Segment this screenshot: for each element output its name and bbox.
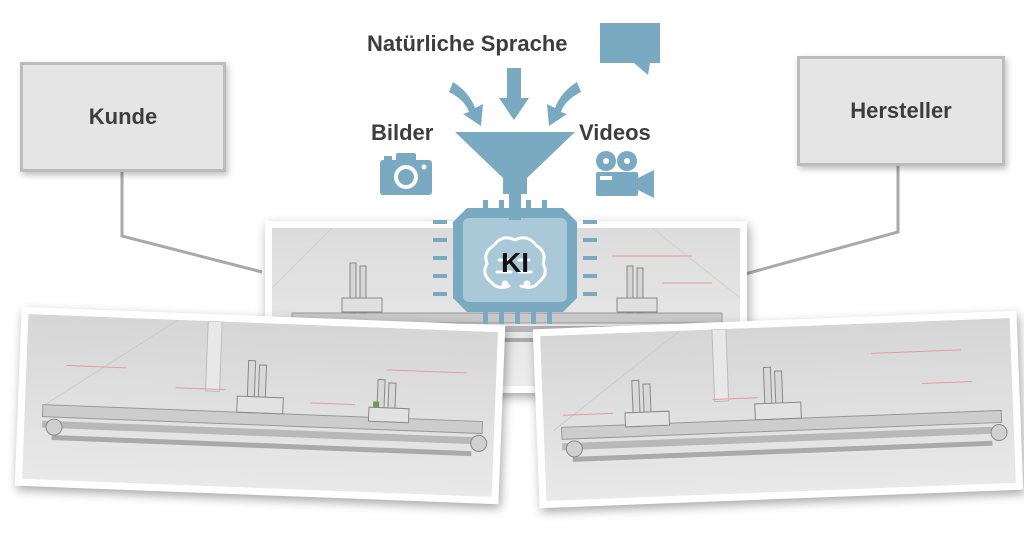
funnel-shape — [455, 132, 575, 194]
customer-box: Kunde — [20, 62, 226, 172]
input-arrows — [449, 68, 581, 126]
language-label: Natürliche Sprache — [367, 31, 568, 56]
connector-hersteller — [744, 160, 900, 276]
movie-camera-icon — [596, 151, 654, 198]
speech-bubble-icon — [600, 23, 660, 75]
ki-label: KI — [501, 247, 529, 278]
brain-chip-icon — [483, 236, 547, 289]
photo-conveyor-right — [532, 310, 1024, 509]
manufacturer-box: Hersteller — [797, 56, 1005, 166]
ki-funnel-diagram: KI — [433, 68, 597, 324]
images-label: Bilder — [371, 120, 434, 145]
videos-label: Videos — [579, 120, 651, 145]
manufacturer-label: Hersteller — [850, 98, 952, 123]
connector-kunde — [120, 168, 263, 274]
customer-label: Kunde — [88, 104, 158, 129]
camera-icon — [380, 153, 432, 195]
photo-conveyor-left — [14, 306, 506, 505]
